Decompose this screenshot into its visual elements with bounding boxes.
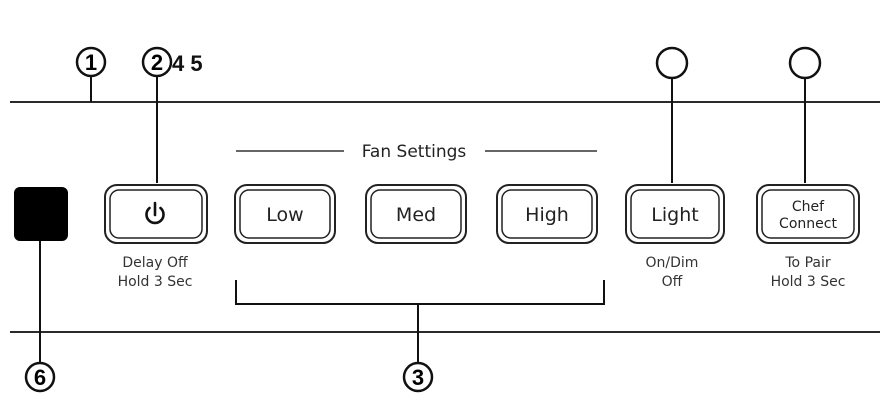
light-caption-line2: Off xyxy=(662,274,683,290)
callout-1: 1 xyxy=(75,46,107,102)
chef-connect-label-line2: Connect xyxy=(779,216,837,232)
callout-extra-numbers: 4 5 xyxy=(172,51,203,76)
fan-low-label: Low xyxy=(266,204,303,226)
svg-text:3: 3 xyxy=(412,365,424,390)
svg-text:6: 6 xyxy=(34,365,46,390)
light-button[interactable]: Light xyxy=(625,184,725,244)
power-button[interactable] xyxy=(104,184,208,244)
fan-med-label: Med xyxy=(396,204,436,226)
fan-settings-heading: Fan Settings xyxy=(362,142,467,162)
light-caption-line1: On/Dim xyxy=(646,255,699,271)
chef-connect-button[interactable]: Chef Connect xyxy=(756,184,860,244)
chef-connect-label-line1: Chef xyxy=(792,199,825,215)
fan-settings-bracket xyxy=(235,280,605,362)
callout-3: 3 xyxy=(402,361,434,393)
fan-med-button[interactable]: Med xyxy=(365,184,467,244)
light-label: Light xyxy=(651,204,698,226)
chef-caption-line1: To Pair xyxy=(784,255,830,271)
fan-high-label: High xyxy=(525,204,569,226)
fan-low-button[interactable]: Low xyxy=(234,184,336,244)
callout-chef-blank xyxy=(788,46,822,183)
svg-text:2: 2 xyxy=(151,50,163,75)
fan-high-button[interactable]: High xyxy=(496,184,598,244)
status-indicator xyxy=(14,187,68,241)
callout-6: 6 xyxy=(24,241,56,393)
power-caption-line2: Hold 3 Sec xyxy=(118,274,193,290)
callout-light-blank xyxy=(655,46,689,183)
callout-2: 2 xyxy=(141,46,173,183)
chef-caption-line2: Hold 3 Sec xyxy=(771,274,846,290)
power-icon xyxy=(145,201,165,225)
svg-text:1: 1 xyxy=(85,50,97,75)
power-caption-line1: Delay Off xyxy=(122,255,188,271)
